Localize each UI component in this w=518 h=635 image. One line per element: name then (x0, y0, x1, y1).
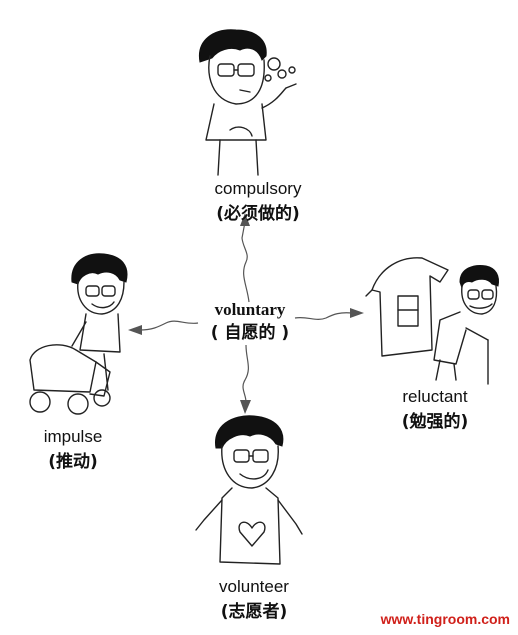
compulsory-figure (198, 29, 297, 176)
arrow-down-head (240, 400, 251, 414)
center-label-group: voluntary ( 自愿的 ) (180, 300, 320, 343)
arrow-left-head (128, 325, 142, 335)
reluctant-figure (365, 257, 499, 385)
volunteer-label-group: volunteer (志愿者) (184, 577, 324, 622)
arrow-up (241, 221, 250, 303)
impulse-label-group: impulse (推动) (8, 427, 138, 472)
arrow-left (139, 320, 199, 331)
arrow-right (294, 312, 353, 321)
watermark-text[interactable]: www.tingroom.com (380, 611, 510, 627)
arrow-right-head (350, 308, 364, 318)
volunteer-meaning: (志愿者) (220, 601, 288, 622)
reluctant-word: reluctant (402, 387, 468, 406)
compulsory-label-group: compulsory (必须做的) (188, 179, 328, 224)
volunteer-word: volunteer (219, 577, 289, 596)
compulsory-word: compulsory (214, 179, 302, 198)
arrows (128, 213, 364, 414)
volunteer-figure (195, 415, 303, 565)
reluctant-meaning: (勉强的) (401, 411, 469, 432)
arrow-down (242, 344, 249, 403)
impulse-figure (29, 253, 128, 415)
impulse-word: impulse (43, 427, 103, 446)
reluctant-label-group: reluctant (勉强的) (370, 387, 500, 432)
center-meaning: ( 自愿的 ) (210, 322, 290, 343)
arrow-up-head (240, 213, 250, 226)
impulse-meaning: (推动) (48, 451, 98, 472)
compulsory-meaning: (必须做的) (216, 203, 300, 224)
center-word: voluntary (214, 300, 286, 319)
